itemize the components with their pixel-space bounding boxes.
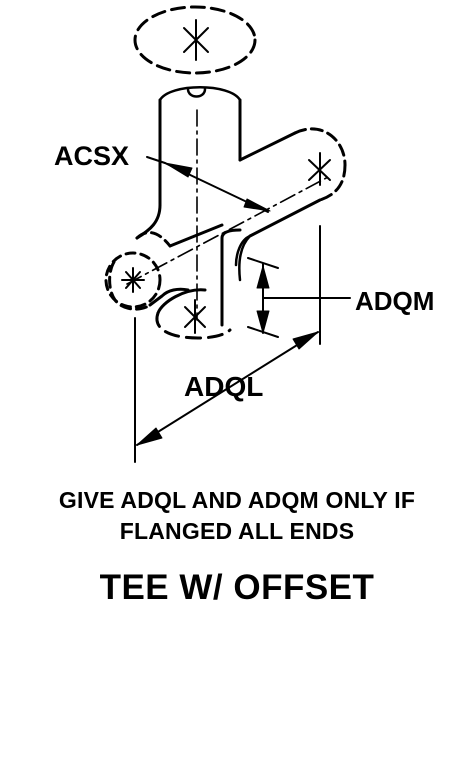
left-branch	[135, 223, 224, 307]
adqm-dimension	[247, 257, 351, 338]
acsx-dimension	[146, 156, 271, 213]
top-flange	[133, 5, 257, 75]
vertical-pipe	[135, 86, 242, 240]
note-line-1: GIVE ADQL AND ADQM ONLY IF	[58, 487, 416, 513]
note-line-2: FLANGED ALL ENDS	[119, 518, 355, 544]
adql-label: ADQL	[184, 371, 263, 402]
adqm-label: ADQM	[355, 286, 434, 316]
branch-centerline	[126, 175, 331, 285]
top-neck	[186, 87, 207, 98]
acsx-label: ACSX	[54, 141, 129, 171]
right-branch	[234, 127, 347, 282]
lower-body	[155, 228, 242, 340]
diagram-title: TEE W/ OFFSET	[99, 568, 375, 607]
adql-dimension	[134, 225, 321, 463]
